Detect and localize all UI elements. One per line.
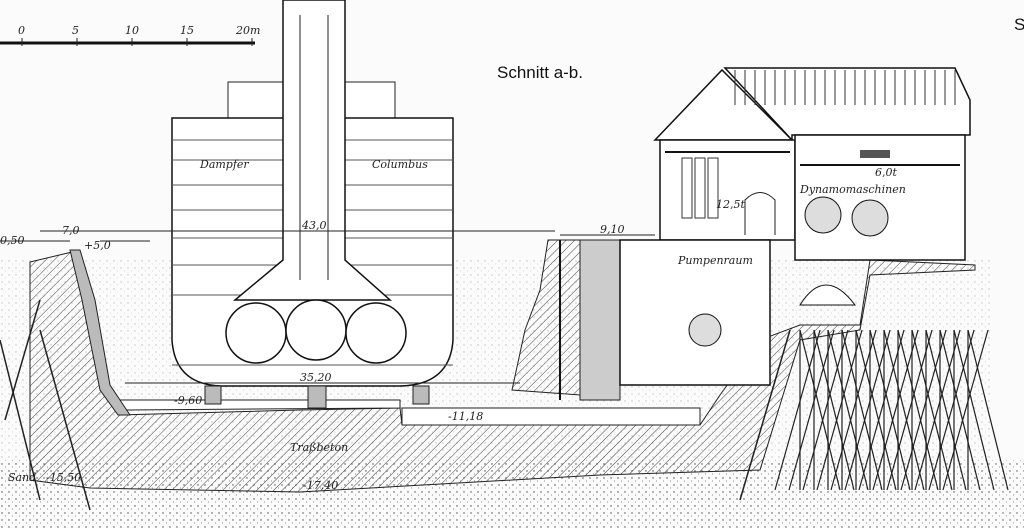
pile — [774, 329, 821, 491]
pile — [914, 329, 961, 491]
foundation-piles — [774, 329, 1009, 491]
level-plus-5: +5,0 — [84, 239, 111, 252]
dim-43: 43,0 — [301, 219, 327, 232]
pile — [855, 329, 897, 491]
pump-house: 12,5t 6,0t Dynamomaschinen Pumpenraum — [619, 67, 971, 386]
level-minus-15-50: -15,50 — [46, 471, 81, 484]
pile — [816, 329, 863, 491]
label-sand: Sand — [8, 471, 36, 484]
pile — [841, 329, 883, 491]
crane-icon — [860, 150, 890, 158]
pile — [897, 329, 939, 491]
scale-bar: 0 5 10 15 20m — [0, 24, 260, 46]
pile — [844, 329, 891, 491]
ship: Dampfer Columbus — [171, 0, 454, 409]
pile — [925, 329, 967, 491]
pile — [942, 329, 989, 491]
pile — [858, 329, 905, 491]
pile — [869, 329, 911, 491]
boiler-icon — [225, 302, 287, 364]
ship-label-columbus: Columbus — [372, 158, 428, 171]
scale-tick-0: 0 — [18, 24, 25, 37]
level-minus-11-18: -11,18 — [448, 410, 483, 423]
boiler-icon — [345, 302, 407, 364]
corner-mark: S — [1014, 15, 1024, 34]
pile — [939, 329, 981, 491]
pile — [799, 329, 841, 491]
pile — [911, 329, 953, 491]
crane-6t: 6,0t — [875, 166, 897, 179]
pile — [813, 329, 855, 491]
dynamo-icon — [851, 199, 889, 237]
pile — [953, 329, 995, 491]
dim-0-50: 0,50 — [0, 234, 25, 247]
boiler-icon — [285, 299, 347, 361]
label-pump-room: Pumpenraum — [677, 254, 753, 267]
level-minus-17-40: -17,40 — [303, 479, 338, 492]
drawing-title: Schnitt a-b. — [497, 63, 583, 82]
pile — [967, 329, 1009, 491]
pile — [886, 329, 933, 491]
pile — [802, 329, 849, 491]
label-dynamo-room: Dynamomaschinen — [799, 183, 906, 196]
pile — [788, 329, 835, 491]
dim-9-10: 9,10 — [600, 223, 625, 236]
scale-tick-15: 15 — [180, 24, 194, 37]
scale-tick-5: 5 — [72, 24, 79, 37]
scale-tick-10: 10 — [125, 24, 139, 37]
ship-label-dampfer: Dampfer — [199, 158, 249, 171]
pile — [900, 329, 947, 491]
pile — [827, 329, 869, 491]
pile — [830, 329, 877, 491]
pile — [928, 329, 975, 491]
dim-35-20: 35,20 — [300, 371, 332, 384]
left-dock-wall — [69, 249, 131, 416]
label-concrete: Traßbeton — [290, 441, 348, 454]
dynamo-icon — [804, 196, 842, 234]
pile — [872, 329, 919, 491]
pump-icon — [688, 313, 722, 347]
scale-tick-20: 20m — [235, 24, 260, 37]
crane-12-5t: 12,5t — [716, 198, 745, 211]
dim-7: 7,0 — [62, 224, 80, 237]
left-piles — [0, 299, 791, 511]
pile — [883, 329, 925, 491]
funnel — [232, 0, 392, 301]
level-minus-9-60: -9,60 — [174, 394, 202, 407]
